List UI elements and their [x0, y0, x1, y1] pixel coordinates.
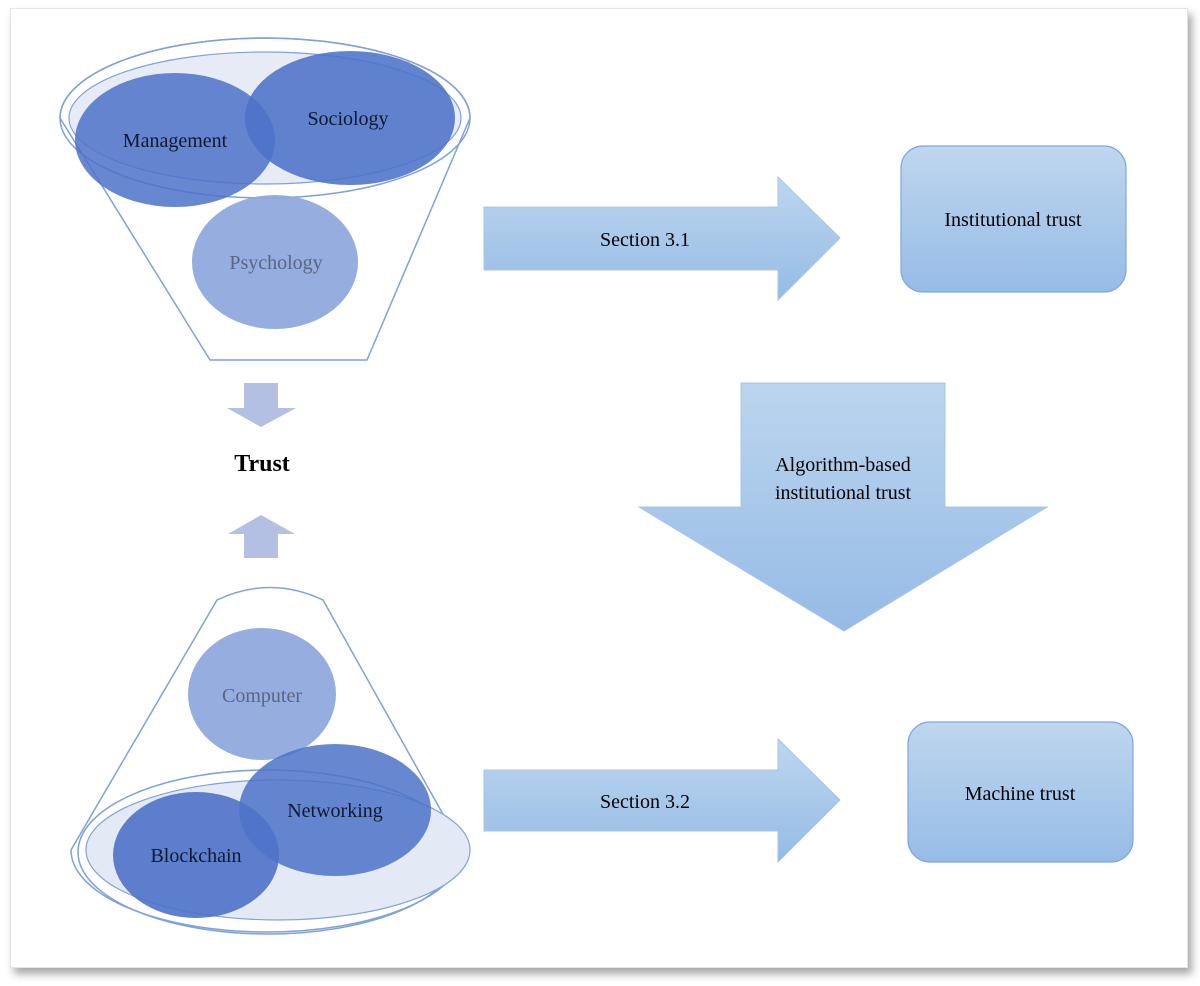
- top-funnel: Management Sociology Psychology: [59, 37, 471, 361]
- networking-label: Networking: [287, 800, 383, 822]
- blockchain-label: Blockchain: [150, 845, 241, 867]
- trust-label: Trust: [234, 451, 290, 477]
- management-label: Management: [123, 130, 228, 152]
- institutional-trust-box: [900, 145, 1127, 293]
- algorithm-based-label-line2: institutional trust: [775, 482, 912, 504]
- blockchain-circle: [113, 792, 279, 918]
- psychology-circle: [192, 195, 358, 329]
- sociology-label: Sociology: [307, 108, 388, 130]
- sociology-circle: [245, 51, 455, 185]
- psychology-label: Psychology: [229, 252, 322, 274]
- section-3-1-label: Section 3.1: [600, 229, 690, 251]
- algorithm-based-down-arrow: [637, 382, 1049, 632]
- institutional-trust-label: Institutional trust: [944, 209, 1082, 231]
- management-circle: [75, 73, 275, 207]
- trust-down-arrow: [227, 383, 296, 427]
- section-3-1-arrow: [483, 175, 841, 302]
- section-3-2-arrow: [483, 737, 841, 864]
- computer-circle: [188, 628, 336, 760]
- section-3-2-label: Section 3.2: [600, 791, 690, 813]
- machine-trust-label: Machine trust: [965, 783, 1076, 805]
- computer-label: Computer: [222, 685, 302, 707]
- trust-up-arrow: [228, 515, 295, 558]
- machine-trust-box: [907, 721, 1134, 863]
- networking-circle: [239, 744, 431, 876]
- algorithm-based-label-line1: Algorithm-based: [775, 454, 911, 476]
- bottom-funnel: Computer Networking Blockchain: [70, 586, 471, 935]
